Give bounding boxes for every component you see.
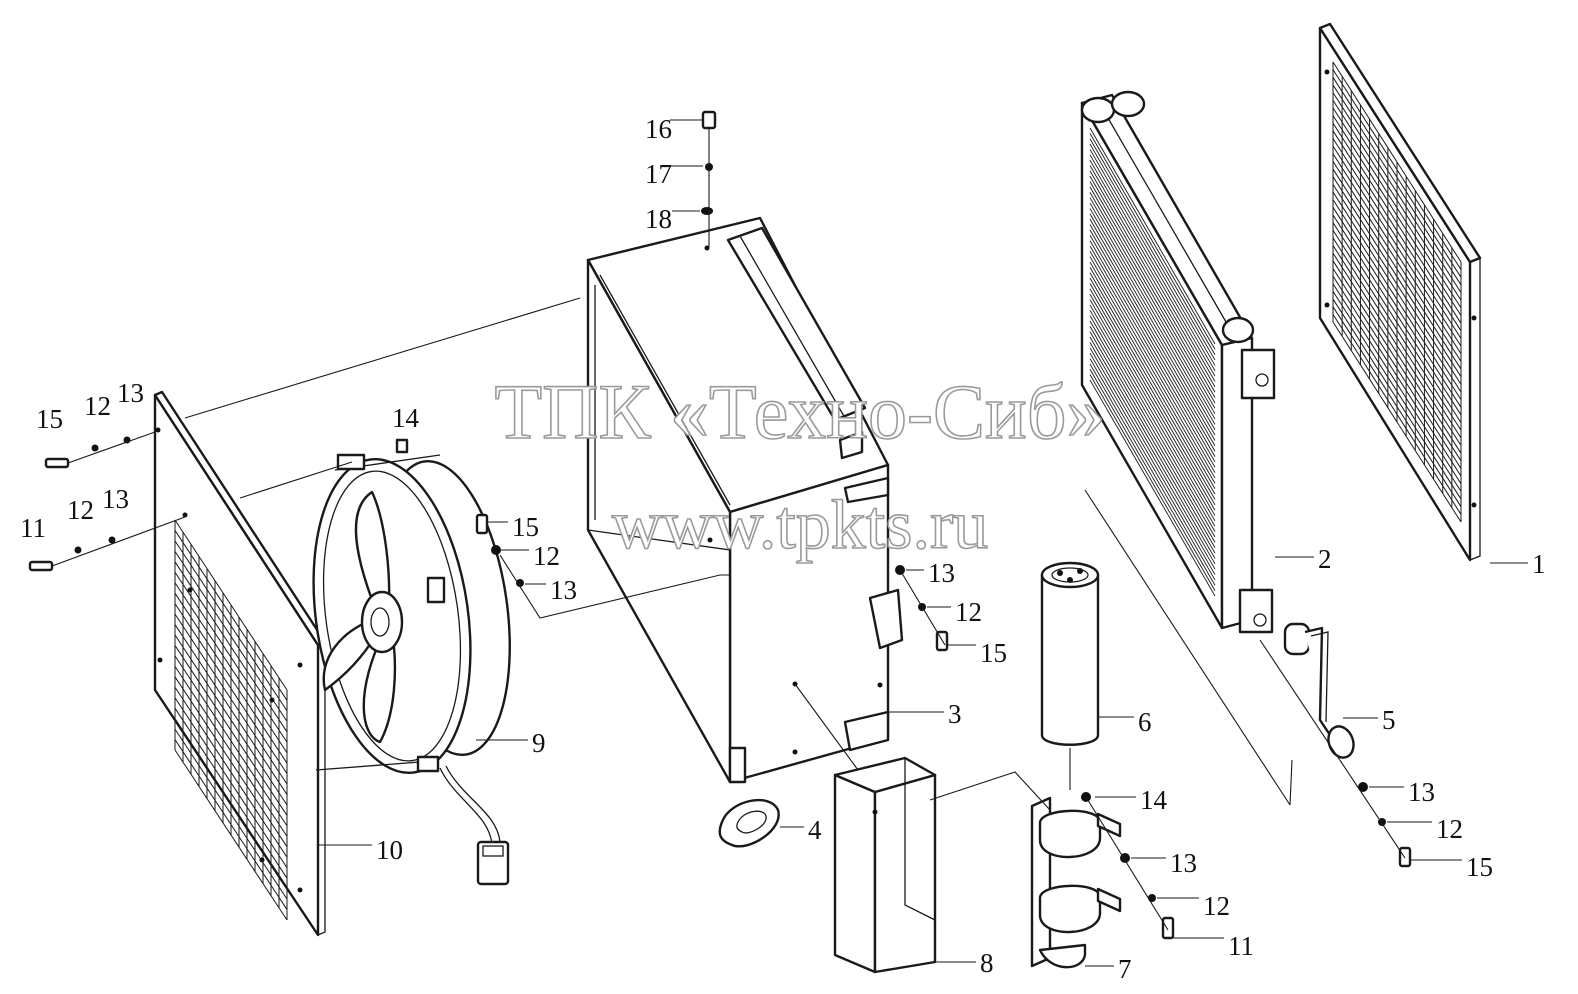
callout-c7: 7: [1118, 954, 1132, 984]
callout-c12e: 12: [1203, 891, 1230, 921]
callout-c18: 18: [645, 204, 672, 234]
callout-c14a: 14: [392, 403, 420, 433]
callout-c12d: 12: [955, 597, 982, 627]
callout-c1: 1: [1532, 549, 1546, 579]
callout-c3: 3: [948, 699, 962, 729]
part-10-grille-mesh: [174, 519, 288, 921]
callout-c15c: 15: [980, 638, 1007, 668]
callout-c8: 8: [980, 948, 994, 978]
part-2-condenser-fins: [1089, 127, 1216, 597]
callout-c13c: 13: [550, 575, 577, 605]
callout-c12c: 12: [533, 541, 560, 571]
callout-c11b: 11: [1228, 931, 1254, 961]
watermark-url: www.tpkts.ru: [612, 487, 989, 564]
callout-c10: 10: [376, 835, 403, 865]
part-5-refrigerant-pipe: [1283, 622, 1355, 759]
callout-c13d: 13: [928, 558, 955, 588]
part-8-cover-bracket: [833, 756, 937, 974]
part-2-condenser: [1080, 90, 1276, 634]
part-10-front-grille-panel: [153, 390, 327, 937]
callout-c6: 6: [1138, 707, 1152, 737]
callout-c15a: 15: [36, 404, 63, 434]
callout-c2: 2: [1318, 544, 1332, 574]
callout-c9: 9: [532, 728, 546, 758]
callout-c13a: 13: [117, 378, 144, 408]
callout-c15d: 15: [1466, 852, 1493, 882]
callout-c14b: 14: [1140, 785, 1168, 815]
watermark: ТПК «Техно-Сиб» www.tpkts.ru: [494, 367, 1107, 565]
callout-c12b: 12: [67, 495, 94, 525]
callout-c15b: 15: [512, 512, 539, 542]
callout-c4: 4: [808, 815, 822, 845]
callout-c11a: 11: [20, 513, 46, 543]
leader-lines: [51, 119, 1528, 967]
watermark-company: ТПК «Техно-Сиб»: [495, 368, 1106, 455]
callout-c13e: 13: [1170, 848, 1197, 878]
part-1-rear-grille-mesh: [1332, 61, 1462, 523]
part-7-drier-bracket: [1030, 796, 1122, 969]
callout-c12f: 12: [1436, 814, 1463, 844]
callout-c12a: 12: [84, 391, 111, 421]
part-3-housing: [586, 216, 904, 784]
callout-c17: 17: [645, 159, 672, 189]
callout-c13b: 13: [102, 484, 129, 514]
part-4-grommet: [718, 798, 780, 848]
callout-c16: 16: [645, 114, 672, 144]
callout-c13f: 13: [1408, 777, 1435, 807]
part-6-receiver-drier: [1040, 561, 1100, 746]
part-9-fan-assembly: [312, 453, 511, 886]
part-1-rear-grille: [1318, 22, 1482, 562]
callout-c5: 5: [1382, 705, 1396, 735]
